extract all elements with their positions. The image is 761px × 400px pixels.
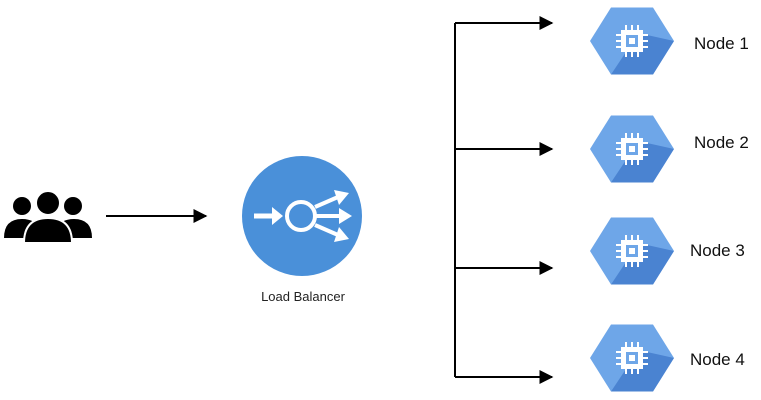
load-balancer-label: Load Balancer bbox=[261, 289, 346, 304]
node-3-icon bbox=[590, 217, 674, 285]
node-3-label: Node 3 bbox=[690, 241, 745, 260]
node-1-label: Node 1 bbox=[694, 34, 749, 53]
node-1-icon bbox=[590, 7, 674, 75]
fanout-connector bbox=[454, 16, 554, 384]
node-2-label: Node 2 bbox=[694, 133, 749, 152]
node-4-icon bbox=[590, 324, 674, 392]
users-group-icon bbox=[4, 190, 92, 244]
node-4-label: Node 4 bbox=[690, 350, 745, 369]
node-2-icon bbox=[590, 115, 674, 183]
load-balancer-icon bbox=[242, 156, 362, 276]
nodes-layer: Node 1 Node 2 Node 3 Node 4 bbox=[590, 7, 749, 392]
